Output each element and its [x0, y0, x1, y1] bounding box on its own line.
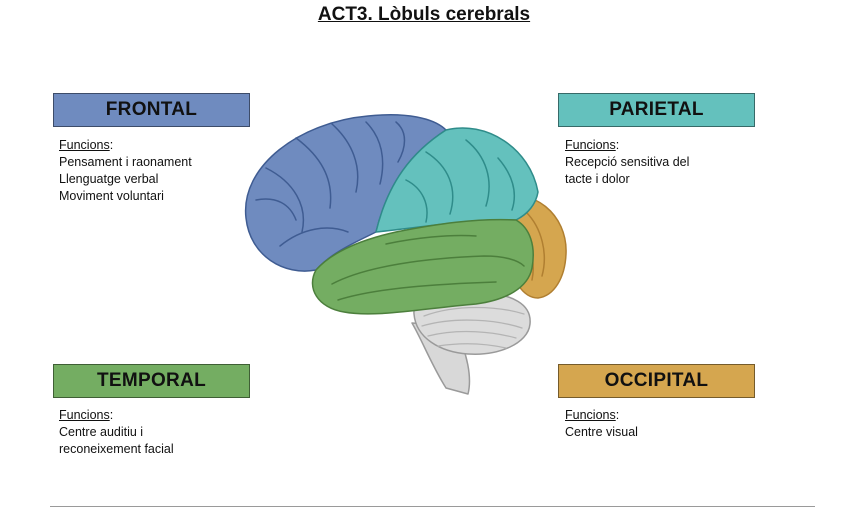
brain-illustration — [244, 114, 567, 395]
frontal-functions: Funcions: Pensament i raonament Llenguat… — [59, 137, 259, 205]
bottom-divider — [50, 506, 815, 507]
parietal-functions-label: Funcions — [565, 138, 616, 152]
frontal-functions-label: Funcions — [59, 138, 110, 152]
occipital-lobe-title: OCCIPITAL — [604, 370, 709, 391]
frontal-lobe-title: FRONTAL — [105, 99, 198, 120]
frontal-lobe-box: FRONTAL — [53, 93, 250, 127]
frontal-function-1: Pensament i raonament — [59, 155, 192, 169]
frontal-function-2: Llenguatge verbal — [59, 172, 159, 186]
temporal-functions-colon: : — [109, 408, 114, 422]
frontal-function-3: Moviment voluntari — [59, 189, 164, 203]
temporal-lobe-box: TEMPORAL — [53, 364, 250, 398]
occipital-lobe-box: OCCIPITAL — [558, 364, 755, 398]
frontal-functions-colon: : — [109, 138, 114, 152]
temporal-function-1: Centre auditiu i — [59, 425, 144, 439]
temporal-functions: Funcions: Centre auditiu i reconeixement… — [59, 407, 259, 458]
temporal-functions-label: Funcions — [59, 408, 110, 422]
occipital-functions: Funcions: Centre visual — [565, 407, 765, 441]
occipital-functions-label: Funcions — [565, 408, 616, 422]
parietal-functions: Funcions: Recepció sensitiva del tacte i… — [565, 137, 765, 188]
parietal-function-2: tacte i dolor — [565, 172, 630, 186]
parietal-functions-colon: : — [615, 138, 620, 152]
occipital-functions-colon: : — [615, 408, 620, 422]
parietal-lobe-title: PARIETAL — [609, 99, 704, 120]
temporal-lobe-title: TEMPORAL — [96, 370, 206, 391]
temporal-lobe — [311, 218, 534, 315]
page-title: ACT3. Lòbuls cerebrals — [317, 4, 531, 25]
parietal-lobe-box: PARIETAL — [558, 93, 755, 127]
temporal-function-2: reconeixement facial — [59, 442, 174, 456]
occipital-function-1: Centre visual — [565, 425, 638, 439]
parietal-function-1: Recepció sensitiva del — [565, 155, 690, 169]
